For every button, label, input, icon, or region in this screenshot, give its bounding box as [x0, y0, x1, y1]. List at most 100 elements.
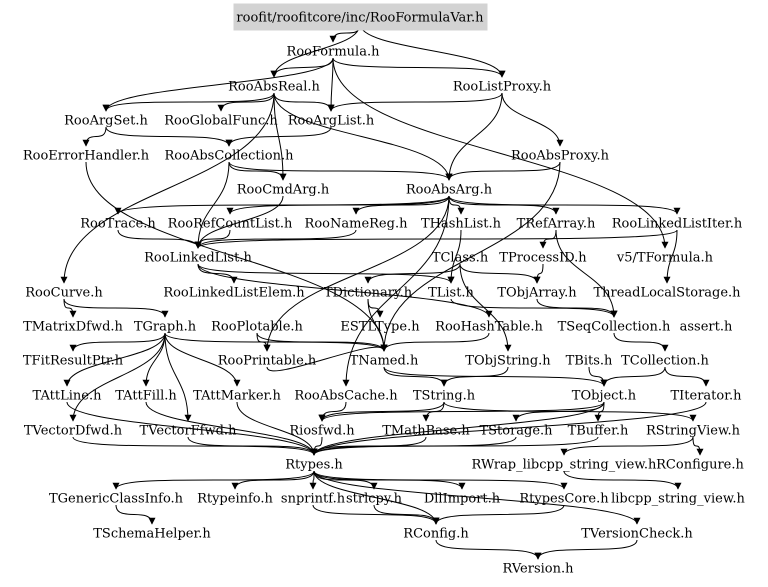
edge-tgraph-to-tnamed	[164, 332, 388, 352]
node-libcpp-string-view[interactable]: libcpp_string_view.h	[611, 492, 745, 507]
node-rooabscache[interactable]: RooAbsCache.h	[294, 389, 398, 404]
node-tvectorffwd[interactable]: TVectorFfwd.h	[140, 424, 238, 439]
edge-rooabsreal-to-roocurve	[60, 92, 275, 284]
node-roonamereg[interactable]: RooNameReg.h	[305, 217, 409, 232]
edge-roolistproxy-to-rooabsarg	[445, 92, 503, 181]
node-rootrace[interactable]: RooTrace.h	[80, 217, 156, 232]
edge-rtypes-to-tgenericclassinfo	[112, 470, 315, 490]
node-rooformula[interactable]: RooFormula.h	[287, 45, 381, 60]
node-thashlist[interactable]: THashList.h	[421, 217, 502, 232]
edge-tobjstring-to-tstring	[440, 366, 509, 387]
node-tattmarker[interactable]: TAttMarker.h	[193, 389, 281, 404]
node-tlist[interactable]: TList.h	[428, 286, 474, 301]
node-rconfig[interactable]: RConfig.h	[403, 527, 469, 542]
node-rooabscollection[interactable]: RooAbsCollection.h	[165, 149, 295, 164]
node-assert[interactable]: assert.h	[680, 320, 733, 335]
node-rooprintable[interactable]: RooPrintable.h	[218, 354, 317, 369]
node-rooplotable[interactable]: RooPlotable.h	[211, 320, 303, 335]
node-rtypescore[interactable]: RtypesCore.h	[519, 492, 609, 507]
node-tprocessid[interactable]: TProcessID.h	[499, 251, 587, 266]
edge-rooabsreal-to-rooglobalfunc	[217, 92, 275, 112]
node-roocmdarg[interactable]: RooCmdArg.h	[237, 183, 330, 198]
node-roocurve[interactable]: RooCurve.h	[25, 286, 103, 301]
node-tobjarray[interactable]: TObjArray.h	[497, 286, 577, 301]
edge-tobject-to-tbuffer	[594, 401, 605, 422]
node-rversion[interactable]: RVersion.h	[503, 562, 575, 577]
node-rconfigure[interactable]: RConfigure.h	[656, 458, 744, 473]
edge-rtypes-to-rtypescore	[313, 470, 568, 490]
node-tschemahelper[interactable]: TSchemaHelper.h	[93, 527, 211, 542]
edge-rooabsarg-to-roonamereg	[352, 195, 450, 215]
edge-roolinkedlistiter-to-threadlocalstorage	[663, 229, 678, 284]
edge-tseqcollection-to-tcollection	[613, 332, 669, 352]
node-rtypeinfo[interactable]: Rtypeinfo.h	[197, 492, 273, 507]
edge-tgraph-to-tattmarker	[164, 332, 241, 387]
edge-root-to-roolistproxy	[359, 23, 506, 78]
edge-rooformula-to-roolistproxy	[332, 57, 506, 78]
node-tdictionary[interactable]: TDictionary.h	[324, 286, 413, 301]
node-rooerrorhandler[interactable]: RooErrorHandler.h	[23, 149, 150, 164]
node-rooglobalfunc[interactable]: RooGlobalFunc.h	[164, 114, 278, 129]
node-estltype[interactable]: ESTLType.h	[340, 320, 420, 335]
node-roolinkedlist[interactable]: RooLinkedList.h	[144, 251, 252, 266]
node-titerator[interactable]: TIterator.h	[670, 389, 742, 404]
node-root[interactable]: roofit/roofitcore/inc/RooFormulaVar.h	[236, 11, 484, 26]
node-tnamed[interactable]: TNamed.h	[350, 354, 419, 369]
node-rooargset[interactable]: RooArgSet.h	[64, 114, 148, 129]
edge-snprintf-to-rconfig	[312, 504, 440, 525]
node-rtypes[interactable]: Rtypes.h	[285, 458, 343, 473]
node-tcollection[interactable]: TCollection.h	[621, 354, 709, 369]
node-tbuffer[interactable]: TBuffer.h	[568, 424, 629, 439]
node-rooabsreal[interactable]: RooAbsReal.h	[228, 80, 320, 95]
node-tgraph[interactable]: TGraph.h	[134, 320, 197, 335]
node-tgenericclassinfo[interactable]: TGenericClassInfo.h	[49, 492, 184, 507]
node-tattline[interactable]: TAttLine.h	[33, 389, 103, 404]
edge-roohashtable-to-tnamed	[380, 332, 490, 352]
edge-rooabsarg-to-trefarray	[448, 195, 560, 215]
node-roorefcountlist[interactable]: RooRefCountList.h	[168, 217, 293, 232]
nodes-layer: roofit/roofitcore/inc/RooFormulaVar.hRoo…	[23, 11, 746, 577]
node-tvectordfwd[interactable]: TVectorDfwd.h	[24, 424, 123, 439]
node-tattfill[interactable]: TAttFill.h	[115, 389, 177, 404]
node-roolistproxy[interactable]: RooListProxy.h	[453, 80, 552, 95]
edge-rooabscollection-to-rooabsarg	[228, 161, 453, 181]
node-roohashtable[interactable]: RooHashTable.h	[435, 320, 543, 335]
node-tmatrixdfwd[interactable]: TMatrixDfwd.h	[23, 320, 123, 335]
node-rooarglist[interactable]: RooArgList.h	[288, 114, 375, 129]
edge-rooabsproxy-to-tnamed	[380, 161, 561, 352]
node-tversioncheck[interactable]: TVersionCheck.h	[581, 527, 693, 542]
node-roolinkedlistelem[interactable]: RooLinkedListElem.h	[163, 286, 305, 301]
node-tclass[interactable]: TClass.h	[432, 251, 489, 266]
node-tseqcollection[interactable]: TSeqCollection.h	[558, 320, 671, 335]
node-tstring[interactable]: TString.h	[413, 389, 476, 404]
edge-roolinkedlistiter-to-roolinkedlist	[194, 229, 678, 249]
node-rooabsarg[interactable]: RooAbsArg.h	[406, 183, 493, 198]
edge-roolinkedlist-to-roohashtable	[197, 263, 493, 318]
node-tbits[interactable]: TBits.h	[566, 354, 613, 369]
node-trefarray[interactable]: TRefArray.h	[517, 217, 596, 232]
node-rooabsproxy[interactable]: RooAbsProxy.h	[511, 149, 610, 164]
node-tstorage[interactable]: TStorage.h	[479, 424, 553, 439]
edge-rtypes-to-rtypeinfo	[231, 470, 315, 490]
edge-root-to-rooabsreal	[270, 23, 361, 78]
edge-rtypes-to-tversioncheck	[313, 470, 641, 525]
node-rstringview[interactable]: RStringView.h	[646, 424, 741, 439]
node-tobject[interactable]: TObject.h	[572, 389, 637, 404]
edge-rstringview-to-rconfigure	[692, 436, 704, 456]
node-snprintf[interactable]: snprintf.h	[281, 492, 346, 507]
node-rwrap[interactable]: RWrap_libcpp_string_view.h	[472, 458, 658, 473]
node-roolinkedlistiter[interactable]: RooLinkedListIter.h	[612, 217, 743, 232]
edge-tclass-to-tdictionary	[364, 263, 461, 284]
node-threadlocalstorage[interactable]: ThreadLocalStorage.h	[593, 286, 741, 301]
node-riosfwd[interactable]: Riosfwd.h	[289, 424, 355, 439]
node-tobjstring[interactable]: TObjString.h	[465, 354, 551, 369]
edge-tclass-to-tobjarray	[459, 263, 541, 284]
node-tmathbase[interactable]: TMathBase.h	[382, 424, 470, 439]
edge-roocurve-to-tmatrixdfwd	[63, 298, 77, 318]
edge-roocurve-to-tgraph	[63, 298, 169, 318]
node-v5tformula[interactable]: v5/TFormula.h	[616, 251, 714, 266]
node-tfitresultptr[interactable]: TFitResultPtr.h	[23, 354, 124, 369]
node-strlcpy[interactable]: strlcpy.h	[346, 492, 403, 507]
edge-tgraph-to-tattline	[63, 332, 166, 387]
node-dllimport[interactable]: DllImport.h	[424, 492, 501, 507]
